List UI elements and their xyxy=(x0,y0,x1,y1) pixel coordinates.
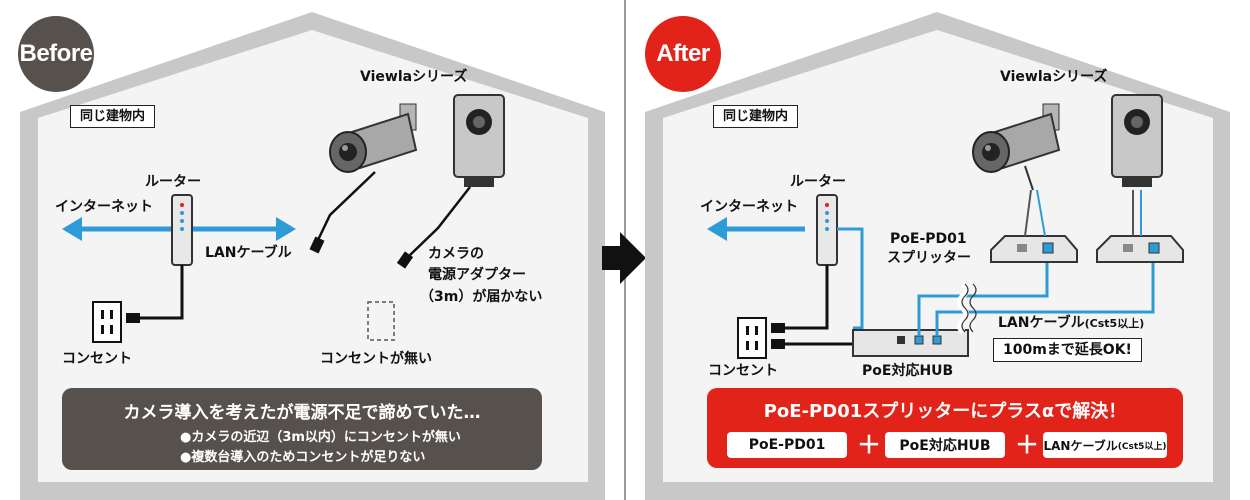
solution-title: PoE-PD01スプリッターにプラスαで解決！ xyxy=(763,401,1127,422)
after-panel: After 同じ建物内 ルーター インターネット Viewlaシリーズ PoE-… xyxy=(625,0,1250,500)
lan-cable-label: LANケーブル(Cst5以上) xyxy=(998,315,1145,331)
internet-arrow-head xyxy=(707,217,727,241)
series-label: Viewlaシリーズ xyxy=(360,69,468,85)
splitter-label-line2: スプリッター xyxy=(887,250,971,266)
plus-sign: ＋ xyxy=(857,431,881,459)
solution-item-hub: PoE対応HUB xyxy=(885,432,1005,458)
no-outlet-label: コンセントが無い xyxy=(320,351,432,367)
before-panel: Before 同じ建物内 ルーター インターネット LANケーブル Viewla… xyxy=(18,12,605,500)
splitter-icon xyxy=(990,235,1078,263)
hub-label: PoE対応HUB xyxy=(862,363,954,379)
router-label: ルーター xyxy=(145,174,201,190)
building-tag: 同じ建物内 xyxy=(70,105,156,128)
house-interior xyxy=(38,30,588,482)
outlet-label: コンセント xyxy=(62,351,132,367)
house-interior xyxy=(663,30,1213,482)
summary-bullet-1: ●カメラの近辺（3m以内）にコンセントが無い xyxy=(180,430,461,445)
after-illustration xyxy=(645,12,1230,500)
router-icon xyxy=(171,194,193,266)
outlet-icon xyxy=(92,301,122,343)
after-badge: After xyxy=(645,16,721,92)
internet-label: インターネット xyxy=(700,199,798,215)
splitter-icon xyxy=(1096,235,1184,263)
series-label: Viewlaシリーズ xyxy=(1000,69,1108,85)
bullet-camera-icon xyxy=(972,103,1061,191)
plus-sign: ＋ xyxy=(1015,431,1039,459)
bullet-camera-icon xyxy=(309,103,418,254)
solution-item-splitter: PoE-PD01 xyxy=(727,432,847,458)
router-label: ルーター xyxy=(790,174,846,190)
outlet-icon xyxy=(737,317,767,359)
internet-label: インターネット xyxy=(55,199,153,215)
extend-note: 100mまで延長OK! xyxy=(993,338,1142,362)
solution-item-lan: LANケーブル(Cst5以上) xyxy=(1043,432,1167,458)
outlet-label: コンセント xyxy=(708,363,778,379)
missing-outlet-icon xyxy=(367,301,395,341)
lan-cable-label: LANケーブル xyxy=(205,245,292,261)
adapter-note-line1: カメラの xyxy=(428,246,484,262)
before-summary-box: カメラ導入を考えたが電源不足で諦めていた… ●カメラの近辺（3m以内）にコンセン… xyxy=(62,388,542,470)
transition-arrow-icon xyxy=(602,232,646,284)
after-solution-box: PoE-PD01スプリッターにプラスαで解決！ PoE-PD01 ＋ PoE対応… xyxy=(707,388,1183,468)
cube-camera-icon xyxy=(396,94,505,269)
lan-arrow-right-head xyxy=(276,217,296,241)
summary-title: カメラ導入を考えたが電源不足で諦めていた… xyxy=(123,403,481,423)
splitter-label-line1: PoE-PD01 xyxy=(890,231,967,247)
before-illustration xyxy=(20,12,605,500)
lan-arrow-left-head xyxy=(62,217,82,241)
summary-bullet-2: ●複数台導入のためコンセントが足りない xyxy=(180,450,426,465)
cube-camera-icon xyxy=(1111,94,1163,187)
before-badge: Before xyxy=(18,16,94,92)
building-tag: 同じ建物内 xyxy=(713,105,799,128)
adapter-note-line3: （3m）が届かない xyxy=(420,289,543,305)
poe-hub-icon xyxy=(852,329,969,357)
adapter-note-line2: 電源アダプター xyxy=(428,267,526,283)
router-icon xyxy=(816,194,838,266)
